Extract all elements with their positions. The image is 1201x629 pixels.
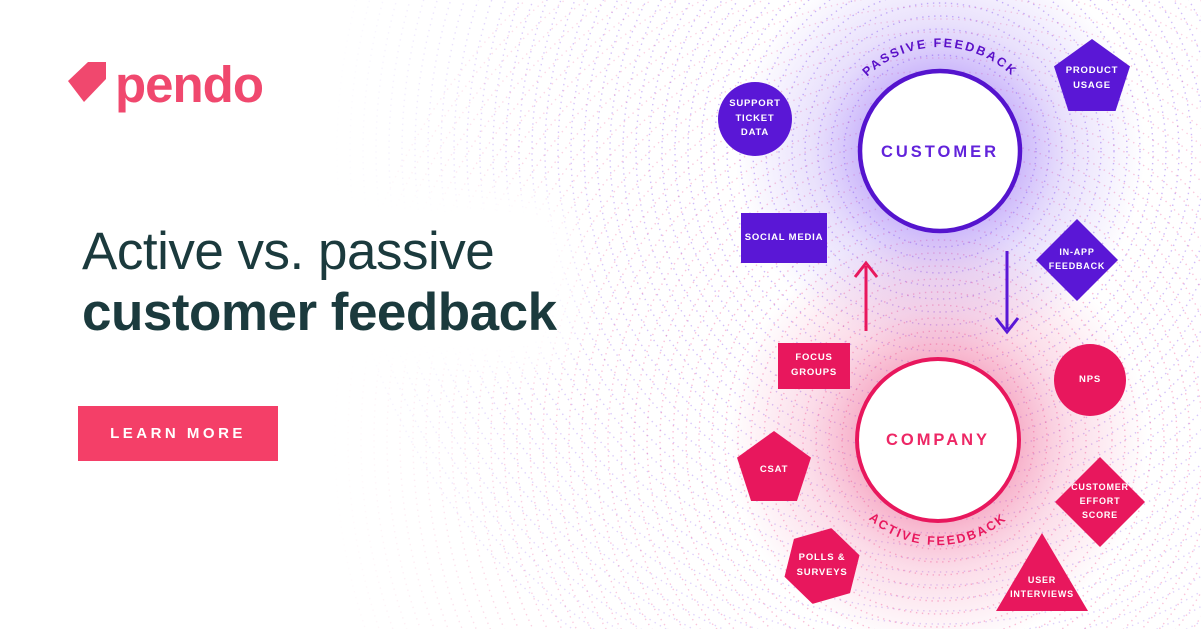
company-hub-label: COMPANY: [885, 431, 991, 449]
customer-hub-label: CUSTOMER: [880, 143, 1000, 161]
passive-item-in-app-feedback: IN-APP FEEDBACK: [1036, 219, 1118, 301]
pendo-logo[interactable]: pendo: [66, 56, 264, 113]
headline-line1: Active vs. passive: [82, 222, 495, 281]
learn-more-label: LEARN MORE: [110, 425, 246, 442]
active-item-user-interviews: USER INTERVIEWS: [996, 533, 1088, 611]
active-item-customer-effort-score: CUSTOMER EFFORT SCORE: [1055, 457, 1145, 547]
arrow-down: [994, 251, 1020, 335]
headline-halo: [0, 212, 550, 346]
arrow-up: [853, 260, 879, 331]
pendo-flag-icon: [68, 62, 106, 102]
page-title: Active vs. passive customer feedback: [82, 221, 557, 343]
active-item-polls-surveys: POLLS & SURVEYS: [775, 519, 870, 614]
active-item-focus-groups: FOCUS GROUPS: [778, 343, 850, 389]
pendo-wordmark: pendo: [115, 56, 264, 113]
passive-item-support-ticket-data: SUPPORT TICKET DATA: [718, 82, 792, 156]
passive-item-social-media: SOCIAL MEDIA: [741, 213, 827, 263]
company-hub-circle: [855, 357, 1021, 523]
headline-line2: customer feedback: [82, 283, 557, 342]
active-item-nps: NPS: [1054, 344, 1126, 416]
passive-item-product-usage: PRODUCT USAGE: [1054, 39, 1130, 111]
customer-hub-circle: [857, 68, 1023, 234]
learn-more-button[interactable]: LEARN MORE: [78, 406, 278, 461]
active-item-csat: CSAT: [737, 431, 811, 501]
